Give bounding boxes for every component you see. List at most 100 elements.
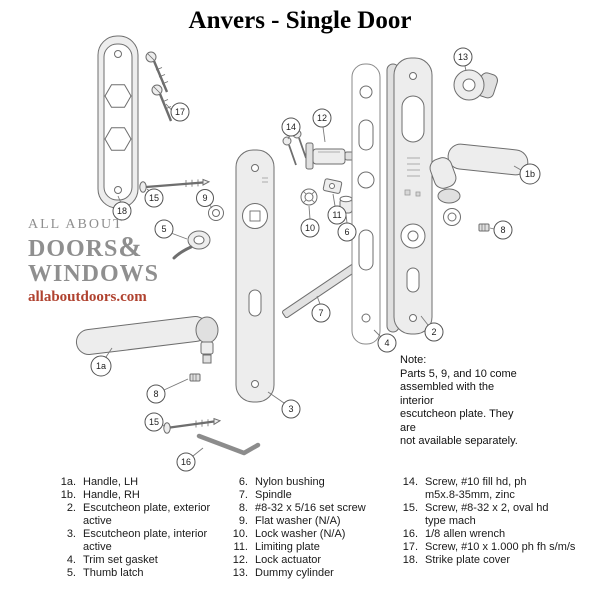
svg-text:2: 2 — [431, 327, 436, 337]
part-number: 5. — [66, 567, 76, 579]
svg-text:16: 16 — [181, 457, 191, 467]
screw-14-drawing — [282, 129, 307, 166]
svg-text:8: 8 — [153, 389, 158, 399]
callout-3: 3 — [267, 391, 301, 419]
parts-list-item-11: 11. Limiting plate — [224, 541, 394, 554]
parts-list-item-2: 2. Escutcheon plate, exterior active — [52, 502, 224, 528]
part-name: Handle, LH — [83, 476, 139, 488]
svg-text:6: 6 — [344, 227, 349, 237]
svg-text:4: 4 — [384, 338, 389, 348]
flat-washer-drawing — [208, 205, 224, 221]
part-name: Screw, #8-32 x 2, oval hd type mach — [425, 502, 549, 527]
part-name: Trim set gasket — [83, 554, 158, 566]
callout-4: 4 — [373, 329, 397, 353]
limiting-plate-drawing — [322, 178, 343, 194]
callout-2: 2 — [420, 315, 444, 342]
allen-wrench-drawing — [196, 433, 261, 456]
part-number: 16. — [402, 528, 418, 540]
svg-text:14: 14 — [286, 122, 296, 132]
part-number: 4. — [66, 554, 76, 566]
svg-text:7: 7 — [318, 308, 323, 318]
callout-16: 16 — [176, 447, 204, 472]
parts-list-item-18: 18. Strike plate cover — [394, 554, 594, 567]
callout-12: 12 — [312, 108, 332, 143]
svg-text:15: 15 — [149, 193, 159, 203]
parts-list-item-1b: 1b. Handle, RH — [52, 489, 224, 502]
part-number: 13. — [232, 567, 248, 579]
callout-9: 9 — [196, 189, 214, 209]
callout-8-right: 8 — [489, 220, 513, 240]
set-screw-right-drawing — [478, 223, 490, 232]
part-number: 1b. — [60, 489, 76, 501]
part-name: Spindle — [255, 489, 292, 501]
callout-17: 17 — [165, 102, 190, 122]
watermark-logo: ALL ABOUT DOORS& WINDOWS allaboutdoors.c… — [28, 217, 159, 306]
parts-list: 1a. Handle, LH 1b. Handle, RH 2. Escutch… — [52, 476, 594, 580]
parts-list-item-14: 14. Screw, #10 fill hd, ph m5x.8-35mm, z… — [394, 476, 594, 502]
part-name: Escutcheon plate, interior active — [83, 528, 208, 553]
part-name: Dummy cylinder — [255, 567, 334, 579]
exploded-parts-diagram: 18 17 15 9 5 3 1a 8 — [75, 35, 541, 472]
svg-text:13: 13 — [458, 52, 468, 62]
parts-list-column-3: 14. Screw, #10 fill hd, ph m5x.8-35mm, z… — [394, 476, 594, 580]
note-heading: Note: — [400, 354, 427, 366]
part-name: Escutcheon plate, exterior active — [83, 502, 211, 527]
parts-list-item-1a: 1a. Handle, LH — [52, 476, 224, 489]
strike-plate-cover-drawing — [97, 35, 139, 209]
part-number: 15. — [402, 502, 418, 514]
part-name: Screw, #10 x 1.000 ph fh s/m/s — [425, 541, 576, 553]
part-name: Flat washer (N/A) — [255, 515, 341, 527]
parts-list-item-3: 3. Escutcheon plate, interior active — [52, 528, 224, 554]
svg-text:9: 9 — [202, 193, 207, 203]
parts-list-item-7: 7. Spindle — [224, 489, 394, 502]
part-number: 6. — [238, 476, 248, 488]
part-number: 14. — [402, 476, 418, 488]
svg-text:3: 3 — [288, 404, 293, 414]
mounting-screw-bottom-drawing — [163, 417, 222, 434]
part-name: Nylon bushing — [255, 476, 325, 488]
svg-text:15: 15 — [149, 417, 159, 427]
part-number: 17. — [402, 541, 418, 553]
part-number: 12. — [232, 554, 248, 566]
svg-text:1a: 1a — [96, 361, 106, 371]
watermark-line-1: ALL ABOUT — [28, 217, 124, 232]
part-number: 1a. — [60, 476, 76, 488]
set-screw-left-drawing — [189, 373, 201, 382]
watermark-url: allaboutdoors.com — [28, 289, 147, 306]
svg-text:17: 17 — [175, 107, 185, 117]
parts-list-item-4: 4. Trim set gasket — [52, 554, 224, 567]
callout-7: 7 — [311, 295, 331, 323]
part-number: 7. — [238, 489, 248, 501]
callout-15-bottom: 15 — [144, 412, 166, 432]
parts-list-item-9: 9. Flat washer (N/A) — [224, 515, 394, 528]
exterior-escutcheon-plate-drawing — [386, 57, 433, 335]
parts-list-item-12: 12. Lock actuator — [224, 554, 394, 567]
part-name: 1/8 allen wrench — [425, 528, 506, 540]
callout-1a: 1a — [90, 347, 113, 377]
handle-lh-drawing — [75, 315, 219, 364]
part-number: 2. — [66, 502, 76, 514]
lock-washer-drawing — [300, 188, 318, 206]
part-name: Screw, #10 fill hd, ph m5x.8-35mm, zinc — [425, 476, 527, 501]
watermark-doors-text: DOORS — [28, 235, 119, 262]
mounting-screw-top-drawing — [139, 178, 211, 193]
callout-14: 14 — [281, 117, 301, 140]
part-number: 11. — [233, 541, 248, 553]
note-body: Parts 5, 9, and 10 come assembled with t… — [400, 367, 518, 448]
part-number: 3. — [66, 528, 76, 540]
parts-list-item-10: 10. Lock washer (N/A) — [224, 528, 394, 541]
parts-list-item-8: 8. #8-32 x 5/16 set screw — [224, 502, 394, 515]
page-title: Anvers - Single Door — [188, 7, 412, 34]
part-name: Lock actuator — [255, 554, 322, 566]
part-number: 9. — [238, 515, 248, 527]
callout-5: 5 — [154, 219, 188, 240]
lock-actuator-drawing — [305, 142, 355, 170]
watermark-ampersand: & — [118, 231, 143, 263]
callout-8-left: 8 — [146, 378, 189, 404]
dummy-cylinder-drawing — [453, 69, 499, 101]
parts-list-column-1: 1a. Handle, LH 1b. Handle, RH 2. Escutch… — [52, 476, 224, 580]
parts-list-item-15: 15. Screw, #8-32 x 2, oval hd type mach — [394, 502, 594, 528]
svg-text:5: 5 — [161, 224, 166, 234]
trim-set-gasket-drawing — [351, 63, 381, 345]
